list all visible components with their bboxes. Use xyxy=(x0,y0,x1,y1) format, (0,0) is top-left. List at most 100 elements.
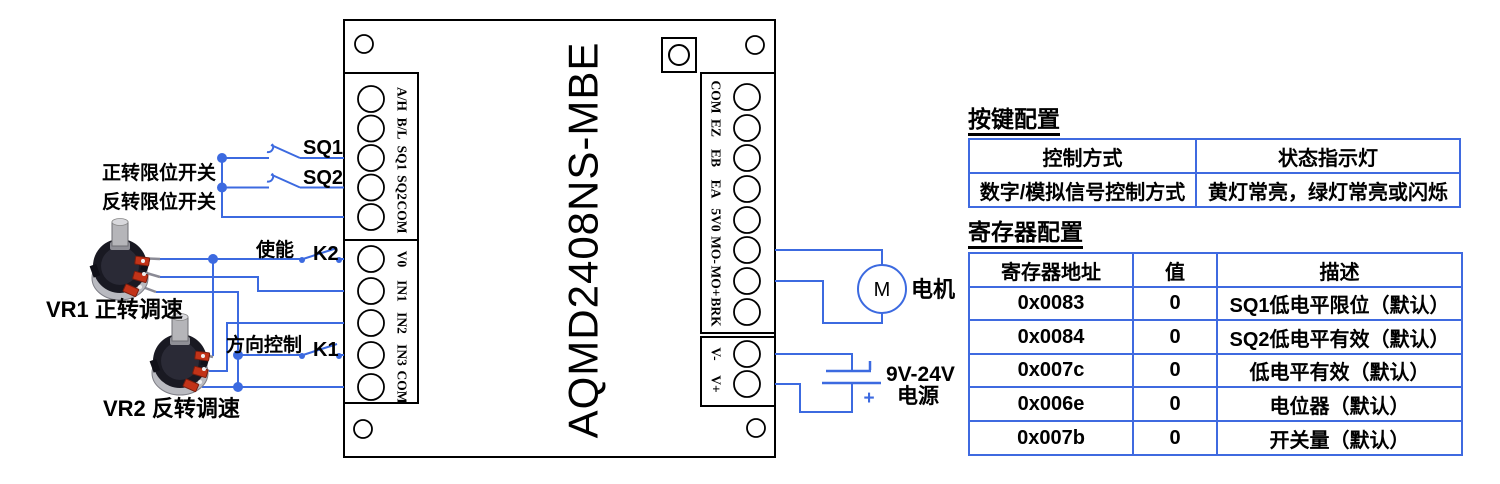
terminal-hole xyxy=(357,245,385,273)
terminal-hole xyxy=(733,144,761,172)
pot-lug-dot xyxy=(141,259,145,263)
terminal-hole xyxy=(357,309,385,337)
junction-dot xyxy=(233,350,243,360)
register-value: 0 xyxy=(1132,420,1218,456)
switch-contact-dot xyxy=(336,257,342,263)
register-value: 0 xyxy=(1132,386,1218,422)
table-row: 0x007b 0 开关量（默认） xyxy=(968,420,1463,456)
terminal-hole xyxy=(357,203,385,231)
reverse-limit-label: 反转限位开关 xyxy=(102,190,216,213)
wiring-diagram-canvas: AQMD2408NS-MBE A/H B/L SQ1 SQ2 COM V0 IN… xyxy=(46,19,955,458)
switch-contact-dot xyxy=(299,353,305,359)
switch-contact-dot xyxy=(336,353,342,359)
potentiometer-vr2 xyxy=(149,313,214,396)
key-config-section: 按键配置 xyxy=(968,106,1060,136)
motor-label: 电机 xyxy=(911,277,955,302)
register-desc: 电位器（默认） xyxy=(1216,386,1463,422)
terminal-label-5v0: 5V0 xyxy=(709,208,724,231)
terminal-label-eb: EB xyxy=(709,149,724,167)
board-model-text: AQMD2408NS-MBE xyxy=(560,42,607,439)
wire-vr2-wiper xyxy=(209,322,344,372)
terminal-label-in3: IN3 xyxy=(395,344,410,366)
register-value: 0 xyxy=(1132,286,1218,321)
terminal-label-brk: BRK xyxy=(709,297,724,327)
table-row: 控制方式 状态指示灯 xyxy=(968,138,1461,174)
limit-switch-circuit xyxy=(217,143,344,218)
pot-tab xyxy=(89,263,101,278)
register-header-desc: 描述 xyxy=(1216,252,1463,288)
enable-label: 使能 xyxy=(255,238,294,261)
sq1-label: SQ1 xyxy=(303,137,343,159)
terminal-label-sq2: SQ2 xyxy=(395,175,410,200)
pot-lug-dot xyxy=(198,380,202,384)
terminal-label-in1: IN1 xyxy=(395,280,410,302)
key-config-table: 控制方式 状态指示灯 数字/模拟信号控制方式 黄灯常亮，绿灯常亮或闪烁 xyxy=(968,138,1461,208)
register-desc: SQ1低电平限位（默认） xyxy=(1216,286,1463,321)
terminal-hole xyxy=(357,277,385,305)
terminal-label-bl: B/L xyxy=(395,118,410,140)
pot-tab xyxy=(149,358,161,373)
control-switch-circuit xyxy=(156,247,344,392)
table-row: 寄存器地址 值 描述 xyxy=(968,252,1463,288)
power-range-label: 9V-24V xyxy=(886,363,955,386)
register-desc: SQ2低电平有效（默认） xyxy=(1216,319,1463,355)
terminal-label-ez: EZ xyxy=(709,119,724,137)
wire-v-minus xyxy=(775,353,853,371)
terminal-hole xyxy=(357,85,385,113)
register-address: 0x006e xyxy=(968,386,1134,422)
terminal-hole xyxy=(357,144,385,172)
pot-shaft-top xyxy=(171,313,189,321)
power-label: 电源 xyxy=(897,385,939,408)
pot-lug-dot xyxy=(142,272,146,276)
switch-blade-sq2 xyxy=(266,172,301,189)
key-config-cell-control: 数字/模拟信号控制方式 xyxy=(968,172,1197,208)
k2-label: K2 xyxy=(313,243,339,265)
pot-body-inner xyxy=(101,247,139,285)
terminal-label-com3: COM xyxy=(709,81,724,114)
switch-contact-dot xyxy=(299,257,305,263)
register-desc: 低电平有效（默认） xyxy=(1216,353,1463,388)
terminal-hole xyxy=(357,373,385,401)
terminal-block-left-bottom: V0 IN1 IN2 IN3 COM xyxy=(343,239,419,404)
terminal-label-ea: EA xyxy=(709,180,724,199)
terminal-label-ah: A/H xyxy=(395,87,410,112)
register-config-title: 寄存器配置 xyxy=(968,219,1083,249)
junction-dot xyxy=(208,254,218,264)
pot-lug-dot xyxy=(201,354,205,358)
terminal-block-right-top: COM EZ EB EA 5V0 MO- MO+ BRK xyxy=(700,72,776,334)
pot-lug-dot xyxy=(138,285,142,289)
key-config-cell-led: 黄灯常亮，绿灯常亮或闪烁 xyxy=(1195,172,1461,208)
wire-vr1-wiper xyxy=(160,276,344,292)
terminal-hole xyxy=(733,370,761,398)
terminal-hole xyxy=(733,267,761,295)
terminal-hole xyxy=(357,114,385,143)
terminal-block-left-top: A/H B/L SQ1 SQ2 COM xyxy=(343,72,419,241)
mount-hole-bottom-left xyxy=(353,419,373,439)
key-config-title: 按键配置 xyxy=(968,106,1060,136)
register-value: 0 xyxy=(1132,319,1218,355)
junction-dot xyxy=(217,182,227,193)
direction-label: 方向控制 xyxy=(226,333,302,356)
pot-lug-dot xyxy=(202,367,206,371)
mount-hole-top-left xyxy=(354,34,374,54)
register-header-address: 寄存器地址 xyxy=(968,252,1134,288)
wire-motor-top xyxy=(775,249,883,265)
register-desc: 开关量（默认） xyxy=(1216,420,1463,456)
terminal-label-com2: COM xyxy=(395,371,410,404)
table-row: 0x007c 0 低电平有效（默认） xyxy=(968,353,1463,388)
terminal-hole xyxy=(733,206,761,234)
wire-v-plus xyxy=(775,383,853,413)
wire-limit-common-bus xyxy=(221,158,344,218)
board-button-icon xyxy=(668,44,690,66)
terminal-block-right-bottom: V- V+ xyxy=(700,336,776,407)
register-address: 0x007c xyxy=(968,353,1134,388)
terminal-hole xyxy=(357,173,385,202)
switch-blade-sq1 xyxy=(266,143,301,159)
terminal-hole xyxy=(733,236,761,264)
register-address: 0x0084 xyxy=(968,319,1134,355)
junction-dot xyxy=(233,382,243,392)
power-supply-circuit: + xyxy=(775,353,881,413)
pot-lug xyxy=(182,378,200,393)
terminal-label-in2: IN2 xyxy=(395,312,410,334)
potentiometer-vr1 xyxy=(89,218,161,301)
